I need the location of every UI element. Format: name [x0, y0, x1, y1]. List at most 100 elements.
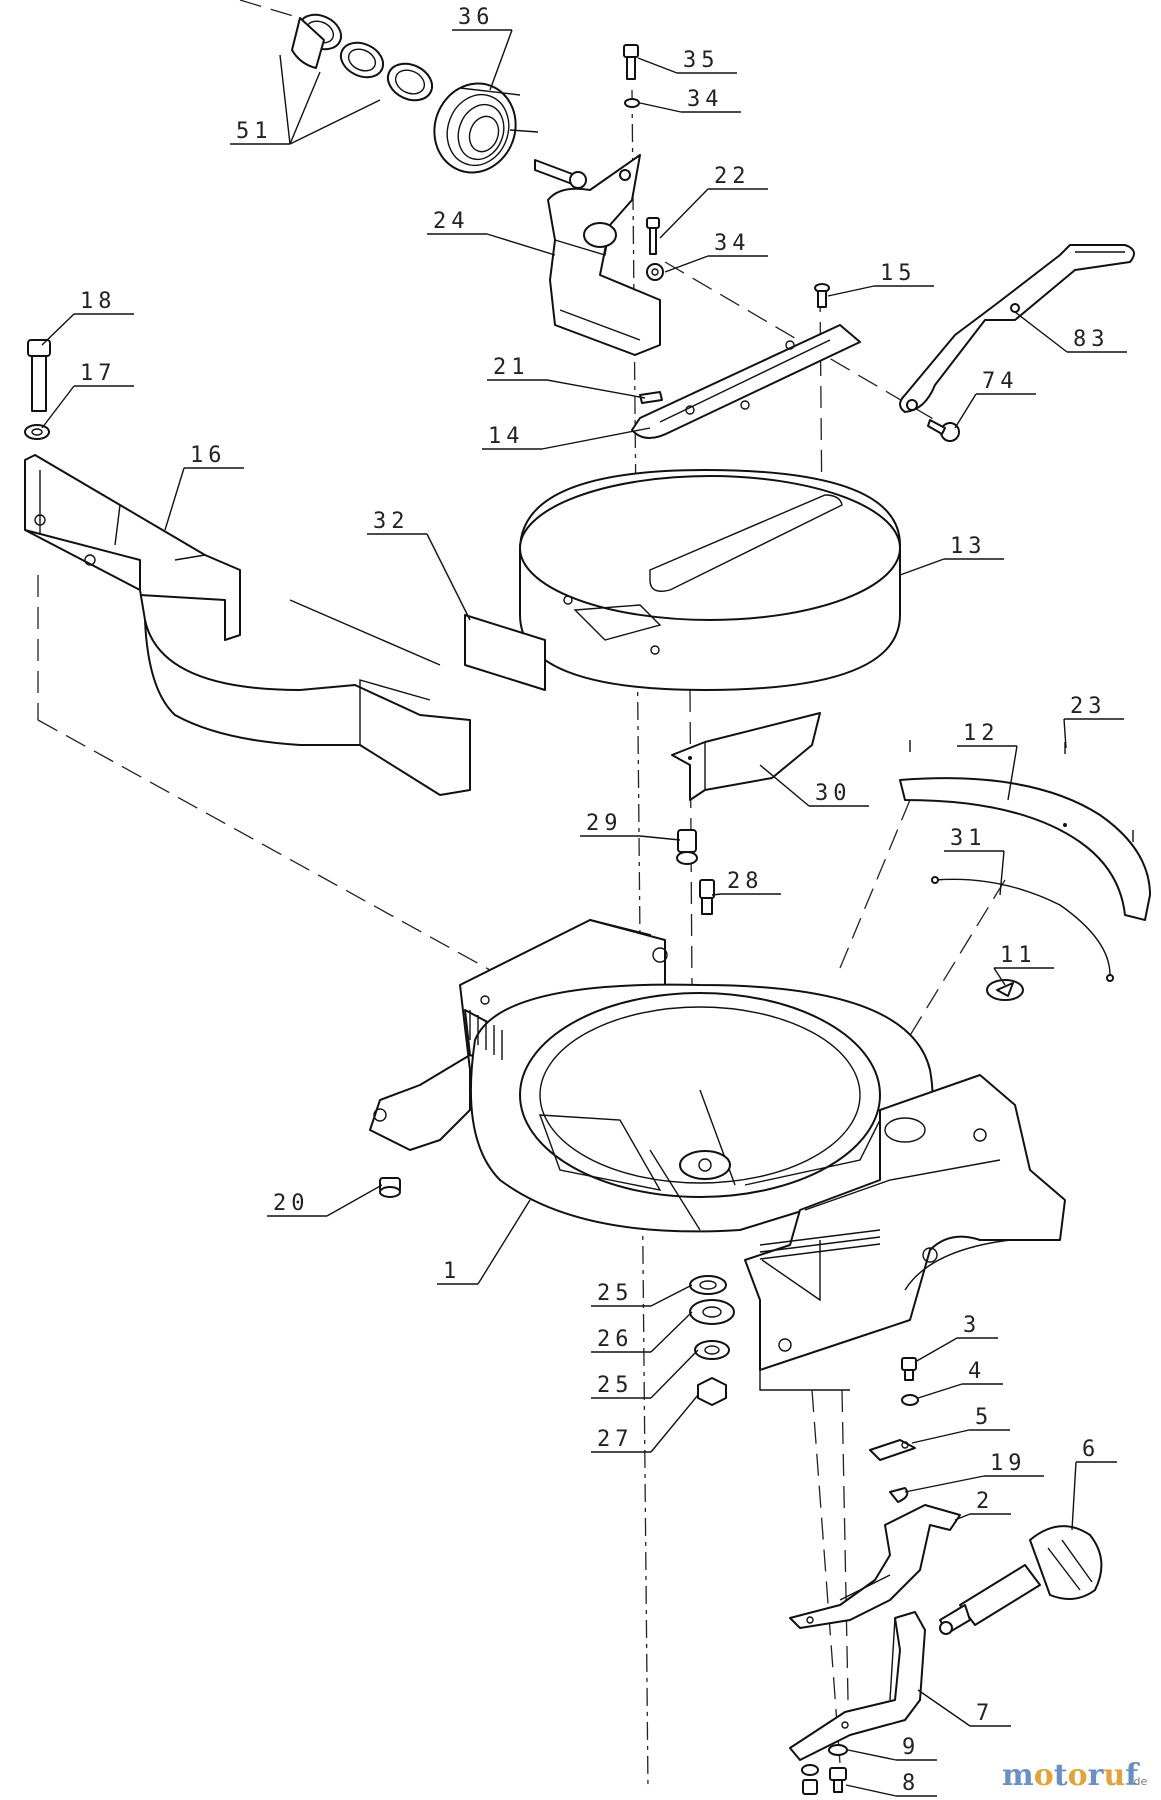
callout-number: 28	[727, 869, 764, 894]
callout-23: 23	[1063, 694, 1124, 749]
callout-2: 2	[954, 1489, 1011, 1521]
callout-leader-line	[477, 1199, 531, 1285]
callout-number: 35	[683, 48, 720, 73]
part-31-wire	[931, 876, 1114, 982]
part-1-base	[369, 919, 1066, 1391]
callout-leader-line	[289, 71, 321, 145]
callout-20: 20	[267, 1184, 383, 1217]
callout-leader-line	[637, 57, 678, 74]
callout-number: 19	[990, 1451, 1027, 1476]
callout-leader-line	[911, 1429, 970, 1444]
callout-leader-line	[664, 255, 709, 273]
callout-leader-line	[650, 1394, 699, 1453]
callout-leader-line	[899, 558, 945, 576]
parts-18-17-bolt-washer	[24, 339, 51, 440]
callout-number: 5	[975, 1405, 993, 1430]
callout-18: 18	[41, 289, 134, 346]
part-11-pointer	[986, 979, 1024, 1001]
callout-number: 3	[963, 1313, 981, 1338]
callout-leader-line	[917, 1689, 971, 1727]
callout-19: 19	[904, 1451, 1044, 1493]
callout-leader-line	[650, 1284, 693, 1307]
callout-32: 32	[367, 509, 471, 621]
callout-number: 2	[976, 1489, 994, 1514]
callout-number: 13	[950, 534, 987, 559]
callout-leader-line	[827, 285, 875, 297]
callout-number: 9	[902, 1735, 920, 1760]
callout-15: 15	[827, 261, 934, 297]
callout-number: 21	[493, 355, 530, 380]
callout-number: 20	[273, 1191, 310, 1216]
part-74-screw	[927, 419, 960, 442]
motoruf-logo: motoruf	[1002, 1758, 1140, 1793]
callout-number: 31	[950, 826, 987, 851]
callout-leader-line	[914, 1337, 958, 1363]
callout-number: 27	[597, 1427, 634, 1452]
callout-24: 24	[427, 209, 556, 256]
part-2-lever	[789, 1504, 961, 1629]
callout-leader-line	[41, 385, 75, 429]
callout-number: 7	[976, 1701, 994, 1726]
part-16-fence	[24, 454, 471, 796]
part-12-arc-scale	[899, 777, 1151, 921]
callout-34: 34	[639, 87, 741, 113]
callout-number: 34	[714, 231, 751, 256]
callout-number: 17	[80, 361, 117, 386]
callout-leader-line	[1007, 745, 1018, 801]
callout-number: 83	[1073, 327, 1110, 352]
callout-25: 25	[591, 1281, 693, 1307]
callout-number: 11	[1000, 943, 1037, 968]
callout-number: 30	[815, 781, 852, 806]
part-36-spring	[433, 82, 539, 174]
callout-13: 13	[899, 534, 1004, 576]
base-grip-ribs	[469, 1010, 881, 1260]
parts-29-28-studs	[676, 829, 715, 915]
callout-83: 83	[1014, 311, 1127, 353]
callout-leader-line	[426, 533, 471, 621]
callout-8: 8	[845, 1771, 937, 1797]
callout-17: 17	[41, 361, 134, 429]
callout-leader-line	[904, 1475, 985, 1493]
callout-leader-line	[326, 1184, 383, 1217]
part-20-foot	[379, 1177, 401, 1198]
callout-30: 30	[759, 764, 869, 807]
part-83-bracket-arm	[899, 244, 1135, 413]
callout-leader-line	[759, 764, 810, 807]
callout-16: 16	[164, 443, 244, 531]
callout-leader-line	[917, 1383, 963, 1399]
parts-9-8-washer-screws	[801, 1744, 848, 1795]
part-21-clip	[639, 391, 663, 404]
callout-number: 4	[968, 1359, 986, 1384]
callout-leader-line	[650, 1311, 693, 1353]
callout-leader-line	[993, 967, 1006, 986]
part-7-lock-bracket	[789, 1611, 926, 1761]
callout-number: 1	[443, 1259, 461, 1284]
callout-number: 6	[1082, 1437, 1100, 1462]
top-fasteners	[623, 44, 830, 308]
callout-leader-line	[954, 1513, 971, 1521]
callout-51: 51	[230, 54, 381, 145]
callout-number: 51	[236, 119, 273, 144]
callout-leader-line	[1071, 1461, 1077, 1531]
part-14-slide-plate	[631, 324, 861, 439]
callout-leader-line	[659, 188, 709, 239]
callout-21: 21	[487, 355, 646, 399]
part-30-insert-plate	[671, 712, 821, 801]
callout-number: 36	[458, 5, 495, 30]
callout-leader-line	[639, 102, 682, 113]
callout-36: 36	[452, 5, 513, 91]
callout-leader-line	[546, 379, 646, 399]
callout-leader-line	[486, 233, 556, 256]
callout-leader-line	[1014, 311, 1068, 353]
callout-number: 25	[597, 1281, 634, 1306]
callout-1: 1	[437, 1199, 531, 1285]
callout-14: 14	[482, 424, 651, 450]
callout-11: 11	[993, 943, 1054, 986]
callout-number: 29	[586, 811, 623, 836]
callout-number: 25	[597, 1373, 634, 1398]
callout-leader-line	[999, 850, 1005, 896]
callout-7: 7	[917, 1689, 1011, 1727]
part-23-pins	[909, 740, 1134, 842]
callout-22: 22	[659, 164, 768, 239]
callout-leader-line	[164, 467, 185, 531]
